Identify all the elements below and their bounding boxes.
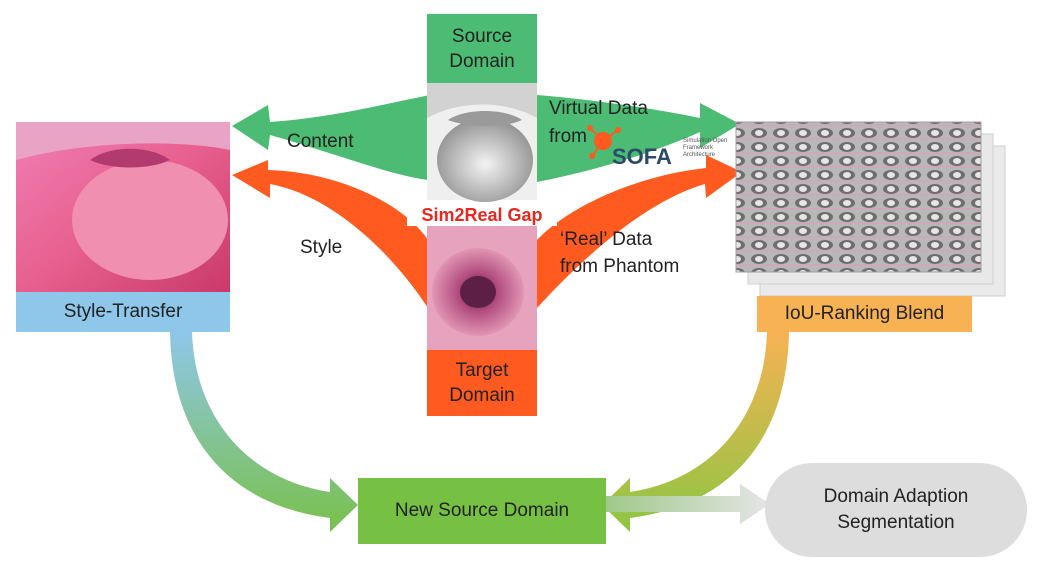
style-transfer-label: Style-Transfer	[63, 301, 183, 322]
iou-ranking-label: IoU-Ranking Blend	[784, 303, 945, 324]
style-arrow	[232, 160, 428, 308]
style-transfer-label-box: Style-Transfer	[16, 292, 230, 332]
iou-montage-stack	[735, 121, 1006, 297]
virtual-data-arrow	[537, 95, 740, 182]
sofa-wordmark: SOFA	[612, 144, 672, 169]
source-domain-box: Source Domain	[427, 14, 537, 83]
sofa-tagline: Simulation Open Framework Architecture	[683, 138, 728, 158]
content-label: Content	[287, 131, 354, 152]
target-phantom-image	[427, 226, 537, 350]
target-domain-box: Target Domain	[427, 350, 537, 416]
sim2real-gap-label: Sim2Real Gap	[407, 204, 557, 226]
blue-curved-arrow	[170, 332, 358, 532]
new-source-domain-label: New Source Domain	[394, 500, 570, 521]
style-transfer-image	[16, 122, 230, 292]
virtual-data-line2: from	[549, 126, 587, 147]
real-data-line2: from Phantom	[560, 256, 680, 277]
segmentation-box: Domain Adaption Segmentation	[765, 463, 1027, 557]
segmentation-line2: Segmentation	[837, 512, 955, 533]
target-domain-line2: Domain	[449, 385, 515, 406]
sofa-logo: SOFA	[587, 125, 672, 169]
new-source-domain-box: New Source Domain	[358, 478, 606, 544]
content-arrow	[232, 95, 430, 180]
style-label: Style	[300, 237, 343, 258]
segmentation-arrow	[606, 484, 770, 524]
real-data-line1: ‘Real’ Data	[560, 229, 653, 250]
iou-ranking-label-box: IoU-Ranking Blend	[757, 296, 972, 332]
real-data-arrow	[537, 155, 742, 308]
source-render-image	[427, 83, 537, 202]
segmentation-line1: Domain Adaption	[823, 486, 969, 507]
virtual-data-line1: Virtual Data	[549, 98, 648, 119]
source-domain-line1: Source	[451, 25, 513, 47]
target-domain-line1: Target	[455, 360, 509, 381]
source-domain-line2: Domain	[449, 50, 515, 72]
